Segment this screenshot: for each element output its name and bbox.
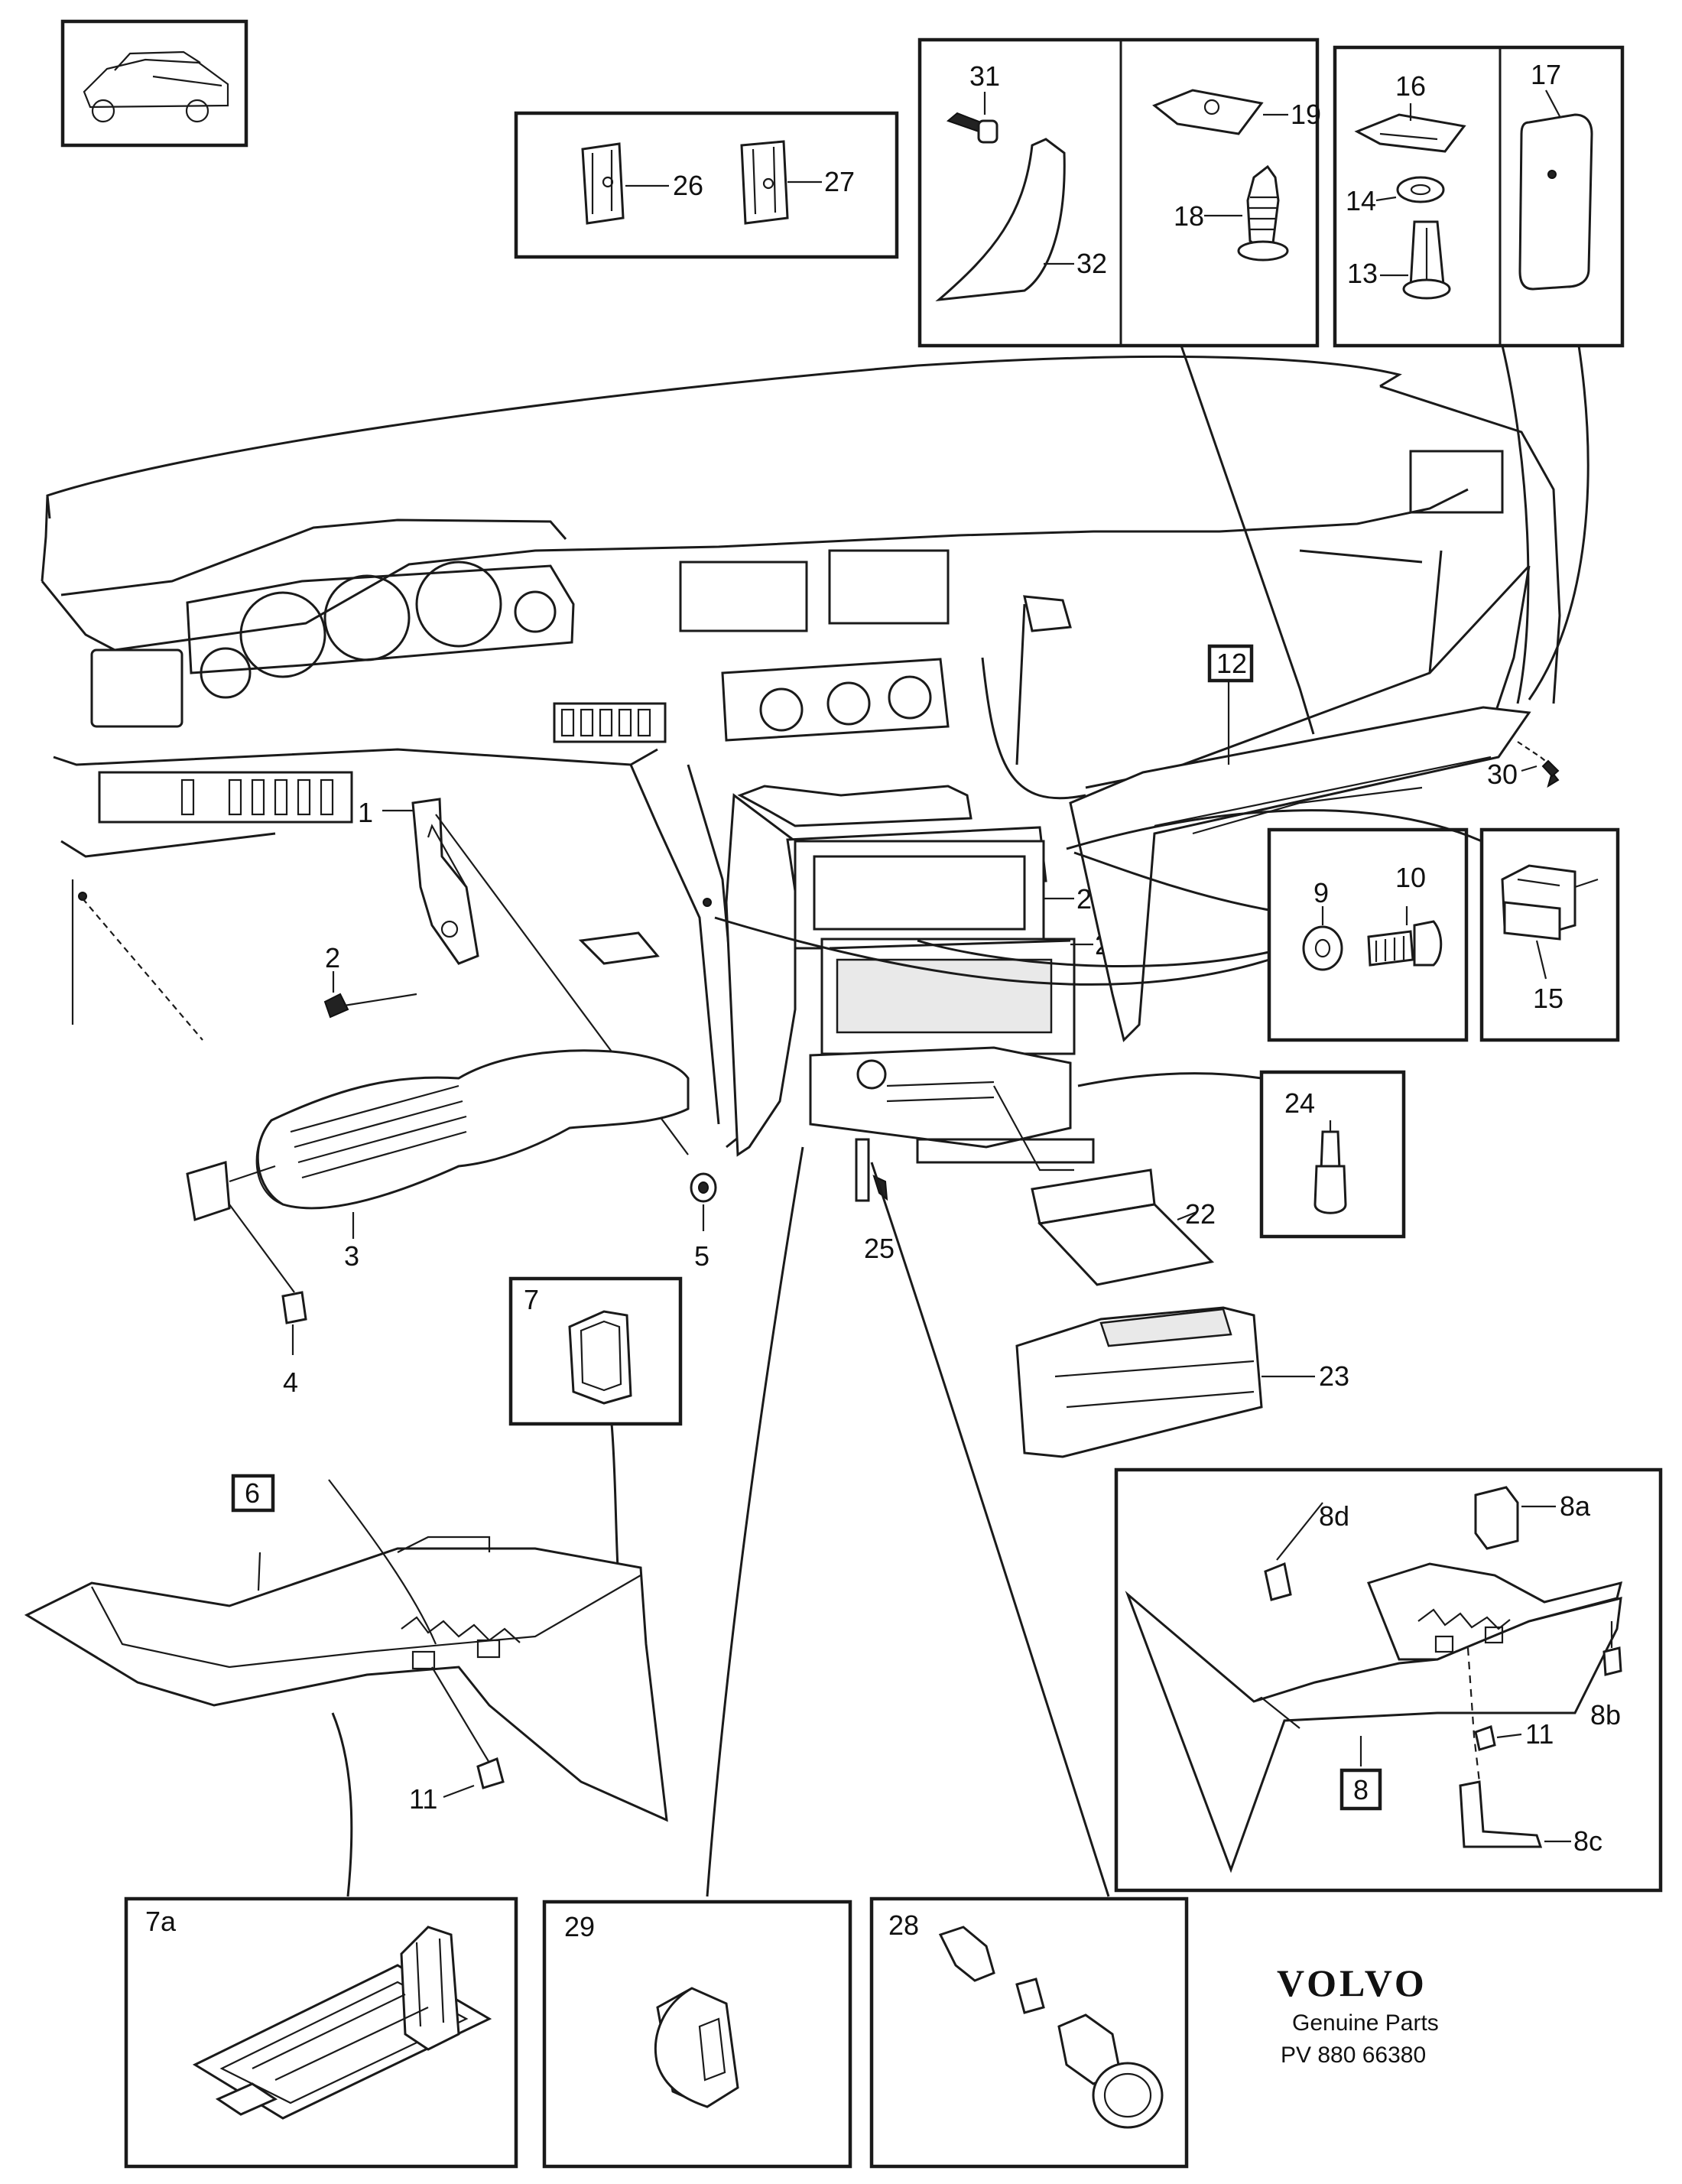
tray-22 bbox=[1031, 1168, 1215, 1286]
inset-box-clips-13-14-16-17 bbox=[1333, 45, 1625, 348]
passenger-panel-12 bbox=[1069, 644, 1560, 1042]
callout-23: 23 bbox=[1319, 1360, 1349, 1392]
callout-29: 29 bbox=[564, 1911, 595, 1942]
callout-19: 19 bbox=[1291, 99, 1321, 130]
ashtray-23 bbox=[1015, 1306, 1315, 1458]
callout-8a: 8a bbox=[1560, 1490, 1591, 1522]
callout-8d: 8d bbox=[1319, 1500, 1349, 1532]
callout-12: 12 bbox=[1216, 648, 1247, 679]
callout-27: 27 bbox=[824, 166, 855, 197]
car-thumbnail-icon bbox=[60, 19, 248, 148]
inset-box-bracket-7a bbox=[124, 1896, 518, 2169]
callout-25: 25 bbox=[864, 1233, 895, 1264]
callout-22: 22 bbox=[1185, 1198, 1216, 1230]
callout-6: 6 bbox=[245, 1477, 260, 1509]
callout-1: 1 bbox=[358, 797, 373, 828]
callout-7a: 7a bbox=[145, 1906, 177, 1937]
screw-4 bbox=[229, 1204, 307, 1355]
part-number: PV 880 66380 bbox=[1281, 2043, 1426, 2068]
screw-2 bbox=[323, 971, 417, 1019]
callout-11-left: 11 bbox=[409, 1783, 437, 1815]
callout-10: 10 bbox=[1395, 862, 1426, 893]
callout-2: 2 bbox=[325, 942, 340, 973]
bracket-1 bbox=[382, 798, 479, 965]
callout-7: 7 bbox=[524, 1284, 539, 1315]
inset-box-clips-26-27 bbox=[514, 111, 899, 259]
volvo-branding: VOLVO Genuine Parts PV 880 66380 bbox=[1277, 1961, 1439, 2068]
callout-8: 8 bbox=[1353, 1774, 1369, 1805]
callout-13: 13 bbox=[1347, 258, 1378, 289]
callout-28: 28 bbox=[888, 1909, 919, 1941]
callout-9: 9 bbox=[1313, 877, 1329, 908]
inset-box-clip-15 bbox=[1479, 827, 1620, 1042]
inset-box-clip-29 bbox=[542, 1900, 852, 2169]
inset-box-clip-7 bbox=[508, 1276, 683, 1568]
center-console-bracket bbox=[725, 785, 1095, 1202]
callout-8c: 8c bbox=[1573, 1825, 1602, 1857]
callout-17: 17 bbox=[1531, 59, 1561, 90]
callout-24: 24 bbox=[1284, 1087, 1315, 1119]
callout-11-right: 11 bbox=[1525, 1718, 1554, 1750]
volvo-logo: VOLVO bbox=[1277, 1961, 1427, 2004]
callout-26: 26 bbox=[673, 170, 703, 201]
callout-3: 3 bbox=[344, 1240, 359, 1272]
inset-box-panel-8 bbox=[1114, 1467, 1663, 1893]
callout-5: 5 bbox=[694, 1240, 709, 1272]
dashboard-assembly bbox=[41, 355, 1561, 1149]
screw-11-left bbox=[431, 1666, 505, 1799]
nut-5 bbox=[690, 1172, 717, 1231]
callout-8b: 8b bbox=[1590, 1699, 1621, 1731]
callout-18: 18 bbox=[1174, 200, 1204, 232]
air-duct-3 bbox=[186, 1049, 690, 1239]
callout-32: 32 bbox=[1076, 248, 1107, 279]
genuine-parts-label: Genuine Parts bbox=[1292, 2010, 1439, 2036]
inset-box-trim-31-32-18-19 bbox=[917, 37, 1320, 348]
callout-30: 30 bbox=[1487, 759, 1518, 790]
callout-16: 16 bbox=[1395, 70, 1426, 102]
inset-box-nut-bolt-9-10 bbox=[1267, 827, 1469, 1042]
callout-31: 31 bbox=[969, 60, 1000, 92]
callout-15: 15 bbox=[1533, 983, 1563, 1014]
callout-14: 14 bbox=[1346, 185, 1376, 216]
callout-4: 4 bbox=[283, 1367, 298, 1398]
inset-box-bulb-24 bbox=[1077, 1070, 1406, 1239]
lower-panel-6 bbox=[24, 1474, 668, 1822]
inset-box-lighter-28 bbox=[869, 1896, 1189, 2169]
